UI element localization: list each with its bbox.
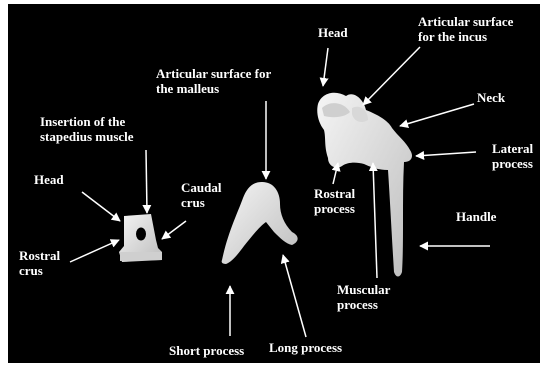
rostral-crus-line-2: crus [19, 263, 60, 278]
caudal-crus-line-1: Caudal [181, 180, 221, 195]
malleus-head-text: Head [318, 25, 348, 40]
neck-label: Neck [477, 90, 505, 105]
neck-text: Neck [477, 90, 505, 105]
stapedius-insertion-line-2: stapedius muscle [40, 129, 134, 144]
lateral-process-label: Lateral process [492, 141, 533, 171]
rostral-crus-label: Rostral crus [19, 248, 60, 278]
long-process-text: Long process [269, 340, 342, 355]
caudal-crus-label: Caudal crus [181, 180, 221, 210]
malleus-articular-line-2: for the incus [418, 29, 513, 44]
malleus-articular-label: Articular surface for the incus [418, 14, 513, 44]
rostral-crus-line-1: Rostral [19, 248, 60, 263]
rostral-process-line-2: process [314, 201, 355, 216]
stapedius-insertion-label: Insertion of the stapedius muscle [40, 114, 134, 144]
stapes-head-label: Head [34, 172, 64, 187]
stapes-head-text: Head [34, 172, 64, 187]
short-process-text: Short process [169, 343, 244, 358]
muscular-process-line-1: Muscular [337, 282, 390, 297]
handle-text: Handle [456, 209, 496, 224]
lateral-process-line-2: process [492, 156, 533, 171]
incus-articular-label: Articular surface for the malleus [156, 66, 271, 96]
incus-articular-line-2: the malleus [156, 81, 271, 96]
long-process-label: Long process [269, 340, 342, 355]
stapedius-insertion-line-1: Insertion of the [40, 114, 134, 129]
short-process-label: Short process [169, 343, 244, 358]
lateral-process-line-1: Lateral [492, 141, 533, 156]
handle-label: Handle [456, 209, 496, 224]
muscular-process-line-2: process [337, 297, 390, 312]
muscular-process-label: Muscular process [337, 282, 390, 312]
incus-articular-line-1: Articular surface for [156, 66, 271, 81]
caudal-crus-line-2: crus [181, 195, 221, 210]
photo-background [8, 4, 540, 363]
rostral-process-line-1: Rostral [314, 186, 355, 201]
malleus-head-label: Head [318, 25, 348, 40]
malleus-articular-line-1: Articular surface [418, 14, 513, 29]
rostral-process-label: Rostral process [314, 186, 355, 216]
